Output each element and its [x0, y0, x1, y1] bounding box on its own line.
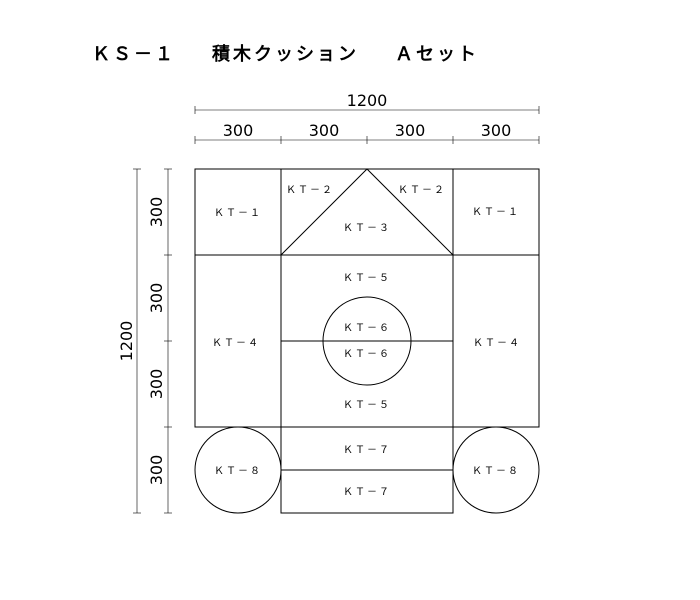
- kt8-left-label: ＫＴ－８: [214, 466, 262, 477]
- title-set: Ａセット: [395, 44, 479, 65]
- kt7-top-label: ＫＴ－７: [343, 445, 391, 456]
- left-dimensions: 1200 300 300 300 300: [117, 168, 172, 514]
- kt2-right-label: ＫＴ－２: [398, 185, 446, 196]
- piece-labels: ＫＴ－１ ＫＴ－１ ＫＴ－２ ＫＴ－２ ＫＴ－３ ＫＴ－４ ＫＴ－４ ＫＴ－５ …: [212, 185, 521, 498]
- col-1-width-label: 300: [223, 121, 254, 140]
- kt4-left-label: ＫＴ－４: [212, 338, 260, 349]
- row-4-height-label: 300: [147, 455, 166, 486]
- kt6-bottom-label: ＫＴ－６: [343, 349, 391, 360]
- kt7-bottom-label: ＫＴ－７: [343, 487, 391, 498]
- cushion-layout: [194, 168, 540, 514]
- kt8-left-circle: [194, 426, 282, 514]
- col-4-width-label: 300: [481, 121, 512, 140]
- overall-height-label: 1200: [117, 321, 136, 362]
- col-3-width-label: 300: [395, 121, 426, 140]
- kt3-label: ＫＴ－３: [343, 223, 391, 234]
- row-3-height-label: 300: [147, 369, 166, 400]
- kt1-left-label: ＫＴ－１: [214, 208, 262, 219]
- kt3-triangle: [280, 168, 454, 256]
- kt4-right-label: ＫＴ－４: [473, 338, 521, 349]
- row-2-height-label: 300: [147, 283, 166, 314]
- title-code: ＫＳ－１: [92, 44, 176, 65]
- kt5-top-label: ＫＴ－５: [343, 273, 391, 284]
- kt8-right-circle: [452, 426, 540, 514]
- kt5-bottom-label: ＫＴ－５: [343, 400, 391, 411]
- kt2-left-label: ＫＴ－２: [286, 185, 334, 196]
- col-2-width-label: 300: [309, 121, 340, 140]
- overall-width-label: 1200: [347, 91, 388, 110]
- title-name: 積木クッション: [212, 44, 359, 65]
- kt8-right-label: ＫＴ－８: [472, 466, 520, 477]
- drawing-title: ＫＳ－１ 積木クッション Ａセット: [92, 40, 479, 66]
- top-dimensions: 1200 300 300 300 300: [194, 91, 540, 144]
- kt1-right-label: ＫＴ－１: [472, 207, 520, 218]
- kt6-top-label: ＫＴ－６: [343, 323, 391, 334]
- row-1-height-label: 300: [147, 197, 166, 228]
